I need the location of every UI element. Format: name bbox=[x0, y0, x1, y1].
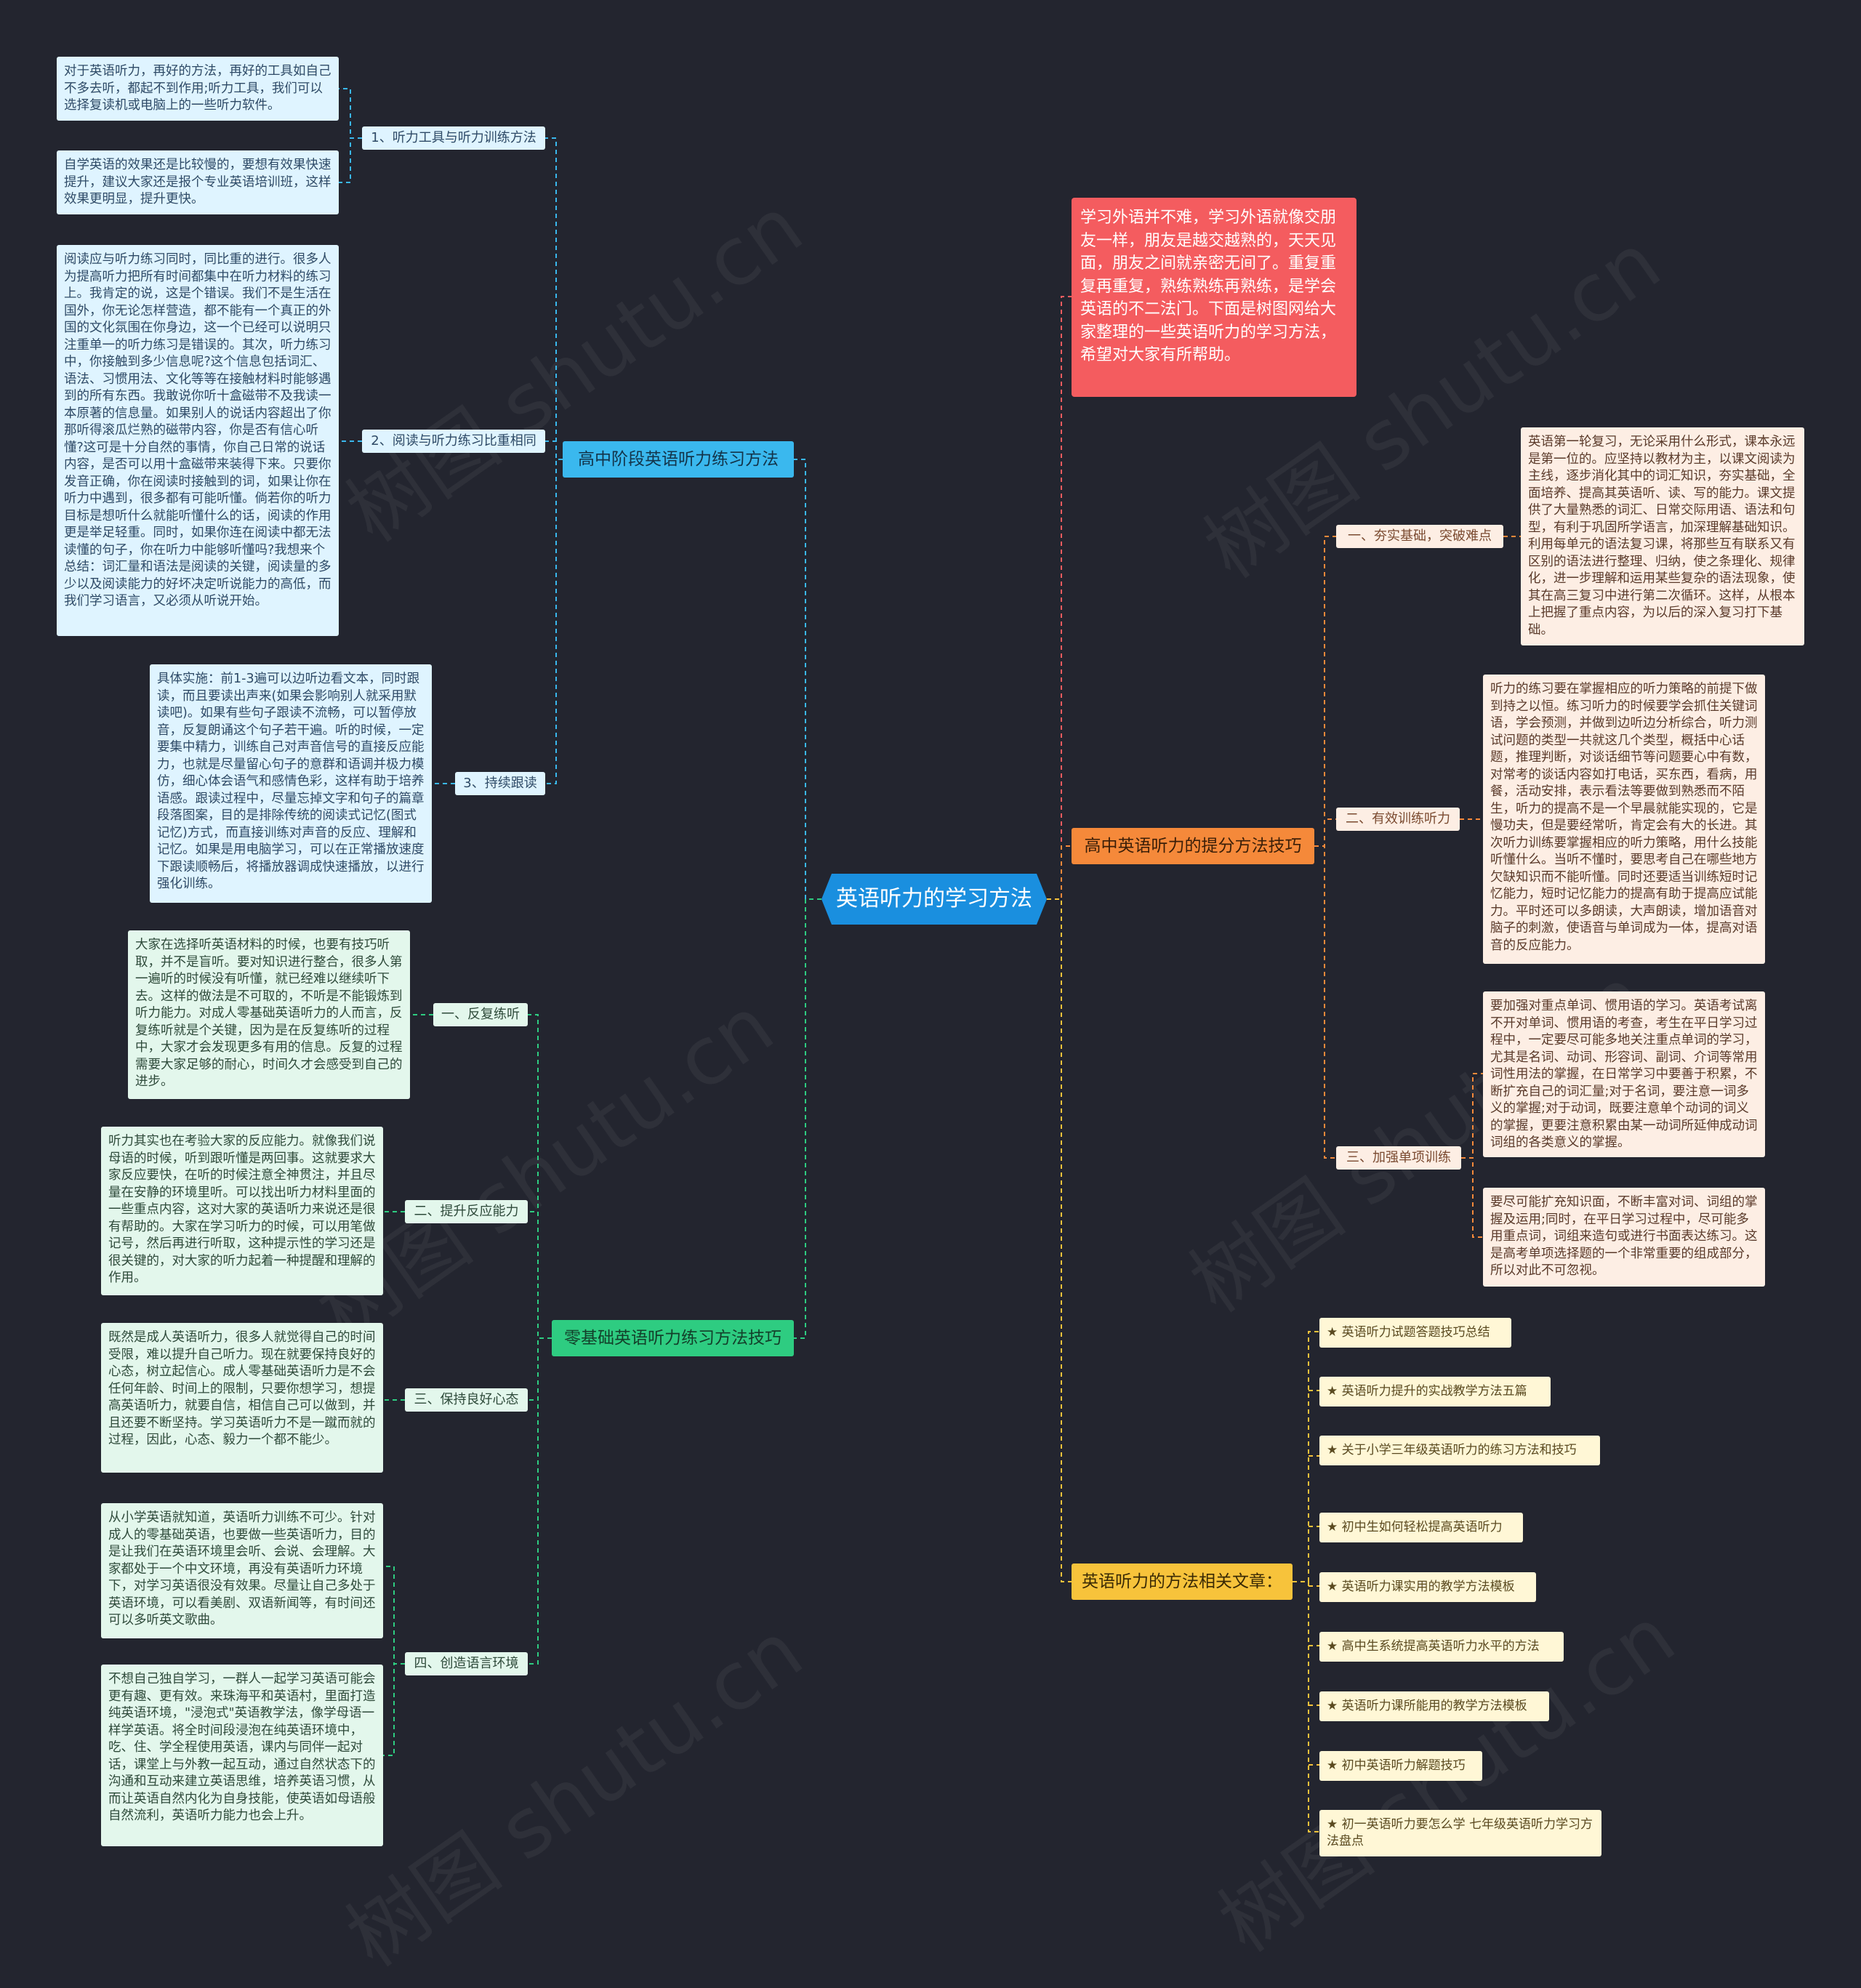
branch-gaozhong-jieduan[interactable]: 高中阶段英语听力练习方法 bbox=[563, 441, 794, 478]
article-link[interactable]: ★ 关于小学三年级英语听力的练习方法和技巧 bbox=[1319, 1436, 1600, 1465]
connector-blue-leaf1 bbox=[339, 88, 362, 139]
article-link[interactable]: ★ 英语听力提升的实战教学方法五篇 bbox=[1319, 1377, 1551, 1407]
sub-effective-listening[interactable]: 二、有效训练听力 bbox=[1336, 808, 1460, 831]
connector-green-leaf4 bbox=[383, 1566, 405, 1665]
article-link[interactable]: ★ 初一英语听力要怎么学 七年级英语听力学习方法盘点 bbox=[1319, 1810, 1601, 1856]
article-link[interactable]: ★ 初中英语听力解题技巧 bbox=[1319, 1751, 1482, 1781]
leaf-training-class: 自学英语的效果还是比较慢的，要想有效果快速提升，建议大家还是报个专业英语培训班，… bbox=[57, 150, 339, 214]
connector-orange-leaf3 bbox=[1461, 1073, 1483, 1159]
sub-mindset[interactable]: 三、保持良好心态 bbox=[405, 1388, 528, 1412]
mind-map-canvas: 树图 shutu.cn 树图 shutu.cn 树图 shutu.cn 树图 s… bbox=[57, 57, 1804, 1984]
article-link[interactable]: ★ 英语听力试题答题技巧总结 bbox=[1319, 1318, 1511, 1348]
connector-lines bbox=[339, 88, 1521, 1832]
connector-orange-sub2 bbox=[1314, 818, 1336, 847]
leaf-single-training-2: 要尽可能扩充知识面，不断丰富对词、词组的掌握及运用;同时，在平日学习过程中，尽可… bbox=[1483, 1188, 1765, 1287]
connector-orange-sub1 bbox=[1314, 536, 1336, 847]
connector-green-leaf5 bbox=[383, 1663, 405, 1756]
connector-root-branch-blue bbox=[794, 459, 821, 900]
connector-green-sub2 bbox=[528, 1211, 552, 1339]
leaf-effective-listening: 听力的练习要在掌握相应的听力策略的前提下做到持之以恒。练习听力的时候要学会抓住关… bbox=[1483, 675, 1765, 964]
sub-follow-reading[interactable]: 3、持续跟读 bbox=[455, 772, 545, 795]
connector-blue-sub3 bbox=[545, 459, 563, 784]
article-link[interactable]: ★ 英语听力课所能用的教学方法模板 bbox=[1319, 1691, 1549, 1721]
leaf-foundation: 英语第一轮复习，无论采用什么形式，课本永远是第一位的。应坚持以教材为主，以课文阅… bbox=[1521, 427, 1804, 645]
leaf-repeat-listen: 大家在选择听英语材料的时候，也要有技巧听取，并不是盲听。要对知识进行整合，很多人… bbox=[128, 930, 410, 1099]
connector-root-branch-yellow bbox=[1047, 898, 1072, 1582]
sub-reading-listening[interactable]: 2、阅读与听力练习比重相同 bbox=[362, 430, 545, 453]
connector-root-branch-orange bbox=[1047, 845, 1072, 900]
sub-tools-method[interactable]: 1、听力工具与听力训练方法 bbox=[362, 126, 545, 150]
leaf-reaction: 听力其实也在考验大家的反应能力。就像我们说母语的时候，听到跟听懂是两回事。这就要… bbox=[101, 1127, 383, 1295]
leaf-environment-2: 不想自己独自学习，一群人一起学习英语可能会更有趣、更有效。来珠海平和英语村，里面… bbox=[101, 1665, 383, 1846]
branch-tifen[interactable]: 高中英语听力的提分方法技巧 bbox=[1072, 828, 1314, 864]
connector-blue-leaf2 bbox=[339, 137, 362, 183]
article-link[interactable]: ★ 初中生如何轻松提高英语听力 bbox=[1319, 1513, 1523, 1542]
sub-repeat-listen[interactable]: 一、反复练听 bbox=[433, 1003, 528, 1026]
leaf-mindset: 既然是成人英语听力，很多人就觉得自己的时间受限，难以提升自己听力。现在就要保持良… bbox=[101, 1323, 383, 1473]
article-link[interactable]: ★ 高中生系统提高英语听力水平的方法 bbox=[1319, 1632, 1564, 1662]
leaf-environment-1: 从小学英语就知道，英语听力训练不可少。针对成人的零基础英语，也要做一些英语听力，… bbox=[101, 1503, 383, 1638]
branch-related-articles[interactable]: 英语听力的方法相关文章： bbox=[1072, 1564, 1293, 1600]
connector-root-intro bbox=[1047, 296, 1072, 900]
connector-root-branch-green bbox=[794, 898, 821, 1339]
connector-green-sub3 bbox=[528, 1337, 552, 1401]
article-link[interactable]: ★ 英语听力课实用的教学方法模板 bbox=[1319, 1572, 1536, 1602]
leaf-tools: 对于英语听力，再好的方法，再好的工具如自己不多去听，都起不到作用;听力工具，我们… bbox=[57, 57, 339, 121]
leaf-single-training-1: 要加强对重点单词、惯用语的学习。英语考试离不开对单词、惯用语的考查，考生在平日学… bbox=[1483, 991, 1765, 1157]
sub-single-training[interactable]: 三、加强单项训练 bbox=[1336, 1146, 1461, 1170]
connector-blue-sub1 bbox=[545, 137, 563, 460]
sub-environment[interactable]: 四、创造语言环境 bbox=[405, 1652, 528, 1675]
connector-green-sub4 bbox=[528, 1337, 552, 1665]
leaf-follow-reading: 具体实施：前1-3遍可以边听边看文本，同时跟读，而且要读出声来(如果会影响别人就… bbox=[150, 664, 432, 903]
leaf-reading: 阅读应与听力练习同时，同比重的进行。很多人为提高听力把所有时间都集中在听力材料的… bbox=[57, 245, 339, 636]
intro-note: 学习外语并不难，学习外语就像交朋友一样，朋友是越交越熟的，天天见面，朋友之间就亲… bbox=[1072, 198, 1356, 397]
connector-orange-sub3 bbox=[1314, 845, 1336, 1159]
sub-foundation[interactable]: 一、夯实基础，突破难点 bbox=[1336, 525, 1503, 548]
connector-blue-sub2 bbox=[545, 440, 563, 460]
connector-green-sub1 bbox=[528, 1014, 552, 1339]
branch-lingjichu[interactable]: 零基础英语听力练习方法技巧 bbox=[552, 1320, 794, 1356]
connector-orange-leaf4 bbox=[1461, 1157, 1483, 1238]
root-node[interactable]: 英语听力的学习方法 bbox=[821, 874, 1047, 925]
connector-yellow-articles bbox=[1293, 1331, 1319, 1832]
sub-reaction[interactable]: 二、提升反应能力 bbox=[405, 1200, 528, 1223]
